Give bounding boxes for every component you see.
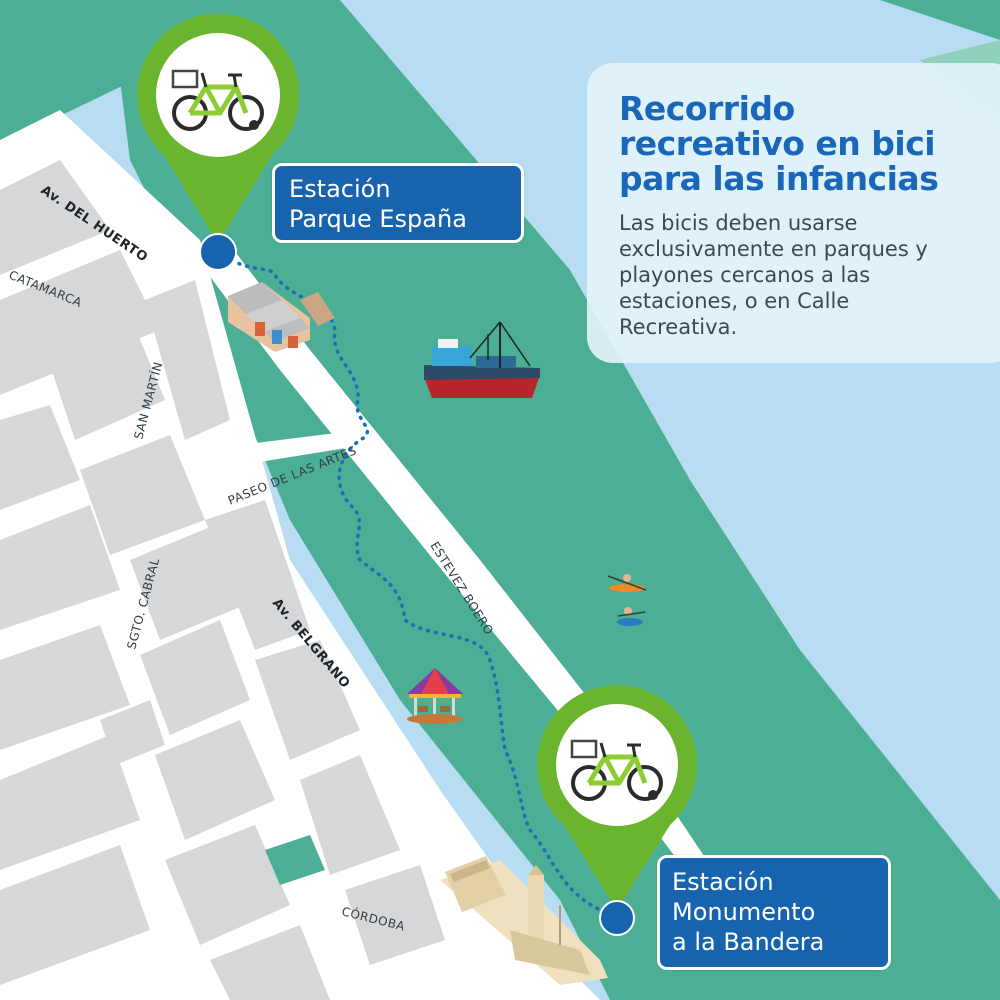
- kayak-icon: [607, 574, 647, 626]
- station-label-line: Estación: [672, 868, 774, 896]
- info-description: Las bicis deben usarse exclusivamente en…: [619, 211, 928, 339]
- bicycle-icon: [570, 739, 663, 801]
- boat-icon: [424, 321, 540, 398]
- page-title: Recorrido recreativo en bici para las in…: [619, 89, 939, 198]
- station-label-line: a la Bandera: [672, 928, 825, 956]
- monument-icon: [440, 856, 608, 985]
- paseo-artes-road: [200, 430, 365, 470]
- station-label-parque-espana[interactable]: Estación Parque España: [272, 163, 524, 243]
- station-label-line: Estación: [289, 175, 391, 203]
- corner-band: [880, 0, 1000, 40]
- city-blocks: [0, 160, 445, 1000]
- station-label-line: Monumento: [672, 898, 816, 926]
- warehouse-buildings-icon: [228, 282, 335, 352]
- station-label-monumento-bandera[interactable]: Estación Monumento a la Bandera: [657, 855, 891, 970]
- station-label-line: Parque España: [289, 205, 467, 233]
- bicycle-icon: [171, 69, 264, 131]
- carousel-icon: [407, 668, 463, 724]
- coastal-park: [110, 0, 1000, 1000]
- bike-route: [216, 250, 617, 920]
- info-card: Recorrido recreativo en bici para las in…: [587, 63, 1000, 363]
- plaza-green: [265, 835, 325, 885]
